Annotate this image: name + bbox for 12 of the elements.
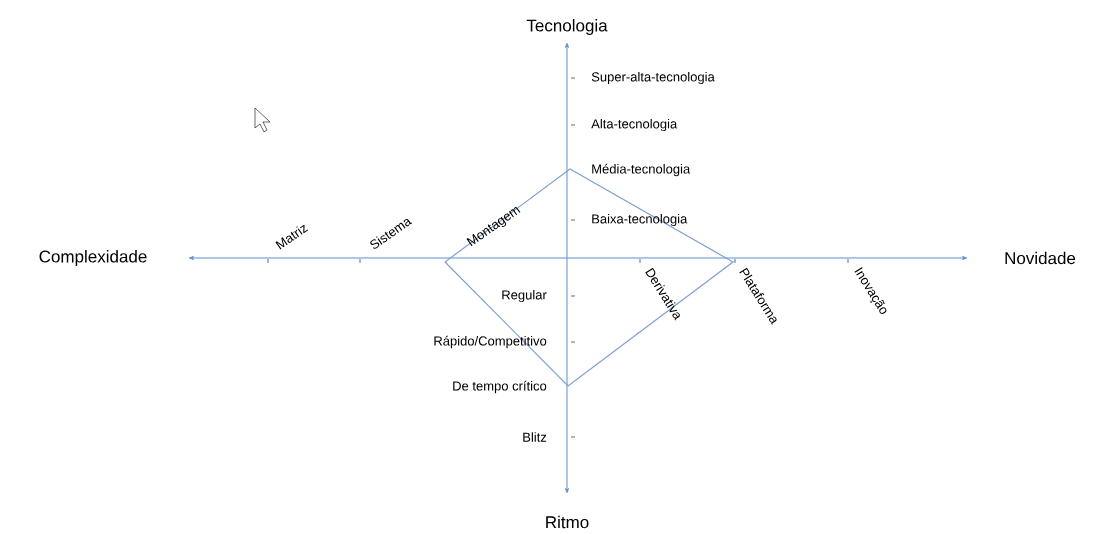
tick-label: Blitz (523, 432, 547, 442)
axis-title: Complexidade (39, 250, 147, 266)
tick-label: Super-alta-tecnologia (591, 71, 715, 85)
tick-label: De tempo crítico (453, 380, 547, 394)
axis-title: Ritmo (546, 515, 589, 529)
axis-title: Tecnologia (526, 19, 608, 35)
tick-label: Baixa-tecnologia (592, 213, 688, 227)
tick-label: Alta-tecnologia (591, 118, 678, 132)
tick-label: Regular (502, 289, 547, 303)
axis-title: Novidade (1005, 251, 1076, 265)
tick-label: Média-tecnologia (592, 163, 691, 177)
tick-label: Rápido/Competitivo (434, 335, 547, 349)
